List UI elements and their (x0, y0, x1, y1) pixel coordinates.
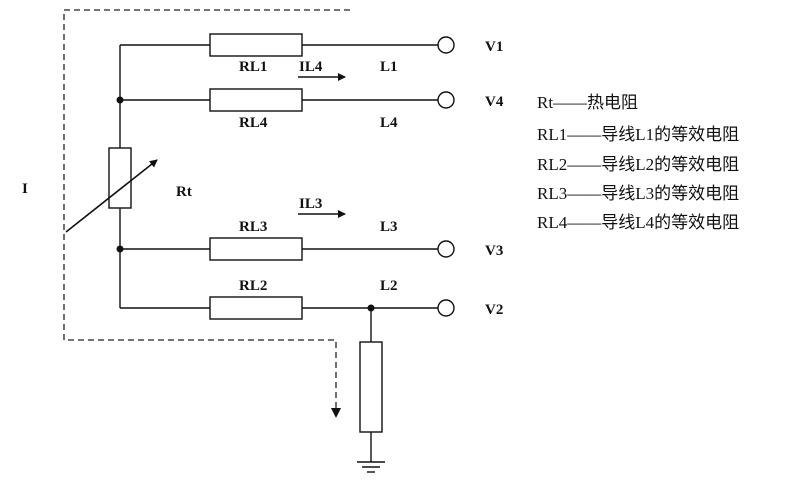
resistor-label-rl1: RL1 (239, 59, 267, 75)
legend-item: Rt——热电阻 (537, 93, 638, 112)
current-label-il3: IL3 (299, 196, 322, 212)
resistors (108, 33, 383, 433)
resistor-rl4 (209, 88, 303, 112)
thermistor-rt (108, 147, 132, 209)
terminal-v4 (437, 91, 455, 109)
terminal-label-v4: V4 (485, 94, 504, 110)
resistor-label-rl4: RL4 (239, 115, 268, 131)
resistor-label-rl3: RL3 (239, 219, 267, 235)
circuit-wires (119, 44, 438, 462)
current-label: I (22, 181, 28, 197)
legend-item: RL3——导线L3的等效电阻 (537, 184, 739, 203)
terminal-label-v1: V1 (485, 39, 503, 55)
current-arrow-down-icon (331, 408, 341, 418)
current-arrows (298, 73, 346, 218)
legend-item: RL2——导线L2的等效电阻 (537, 155, 739, 174)
resistor-bottom (359, 341, 383, 433)
terminal-v2 (437, 299, 455, 317)
line-label-l3: L3 (380, 219, 398, 235)
legend: Rt——热电阻 RL1——导线L1的等效电阻 RL2——导线L2的等效电阻 RL… (537, 93, 739, 232)
resistor-rl3 (209, 237, 303, 261)
terminal-v1 (437, 36, 455, 54)
junction-dot (116, 96, 124, 104)
junction-dot (367, 304, 375, 312)
variable-arrow-icon (65, 159, 158, 233)
legend-item: RL4——导线L4的等效电阻 (537, 213, 739, 232)
resistor-label-rl2: RL2 (239, 278, 267, 294)
dashed-current-path (63, 9, 350, 410)
junction-dots (116, 96, 375, 312)
ground-icon (357, 461, 385, 473)
line-label-l4: L4 (380, 115, 398, 131)
thermistor-label: Rt (176, 184, 192, 200)
terminal-v3 (437, 240, 455, 258)
line-label-l2: L2 (380, 278, 398, 294)
terminal-label-v2: V2 (485, 302, 503, 318)
terminals (437, 36, 455, 317)
junction-dot (116, 245, 124, 253)
legend-item: RL1——导线L1的等效电阻 (537, 125, 739, 144)
resistor-rl2 (209, 296, 303, 320)
line-label-l1: L1 (380, 59, 398, 75)
current-label-il4: IL4 (299, 59, 323, 75)
terminal-label-v3: V3 (485, 243, 503, 259)
circuit-labels: I Rt RL1 RL4 RL3 RL2 IL4 IL3 L1 L4 L3 L2… (22, 39, 504, 318)
resistor-rl1 (209, 33, 303, 57)
